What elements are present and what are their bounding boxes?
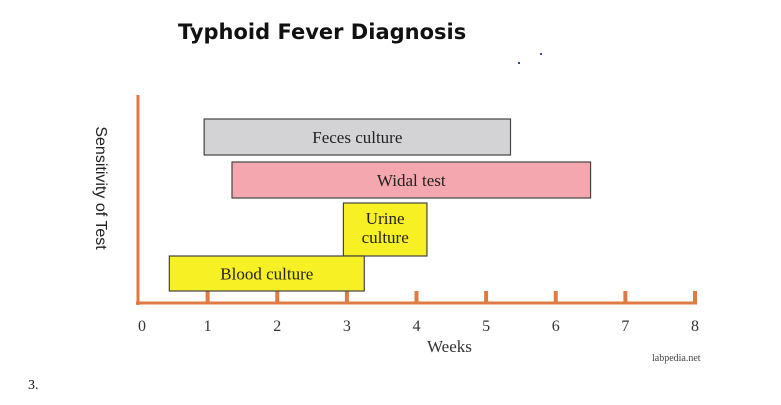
bar-label-line: culture bbox=[362, 228, 409, 247]
bar-label: Feces culture bbox=[312, 128, 402, 147]
bar-label: Blood culture bbox=[220, 265, 313, 284]
speck-mark bbox=[518, 62, 520, 64]
bar-2 bbox=[342, 202, 428, 257]
x-tick-label: 8 bbox=[691, 318, 699, 335]
bar-1 bbox=[231, 161, 592, 199]
bar-label-line: Urine bbox=[366, 209, 405, 228]
bar-3 bbox=[168, 255, 365, 292]
x-tick-label: 4 bbox=[413, 318, 421, 335]
y-axis-label: Sensitivity of Test bbox=[92, 126, 109, 250]
x-axis-label: Weeks bbox=[427, 337, 472, 356]
x-tick-label: 2 bbox=[273, 318, 281, 335]
speck-mark bbox=[540, 53, 542, 55]
x-tick-label: 7 bbox=[621, 318, 629, 335]
x-tick-label: 6 bbox=[552, 318, 560, 335]
source-credit: labpedia.net bbox=[652, 353, 701, 364]
x-tick-label: 3 bbox=[343, 318, 351, 335]
bar-0 bbox=[203, 118, 512, 156]
bar-label: Widal test bbox=[377, 171, 446, 190]
chart-axes bbox=[136, 95, 697, 305]
x-tick-label: 5 bbox=[482, 318, 490, 335]
x-tick-labels: 0 1 2 3 4 5 6 7 8 bbox=[138, 318, 699, 335]
x-tick-label: 1 bbox=[204, 318, 212, 335]
chart-title: Typhoid Fever Diagnosis bbox=[178, 20, 467, 44]
x-tick-label: 0 bbox=[138, 318, 146, 335]
footnote-number: 3. bbox=[28, 378, 39, 393]
